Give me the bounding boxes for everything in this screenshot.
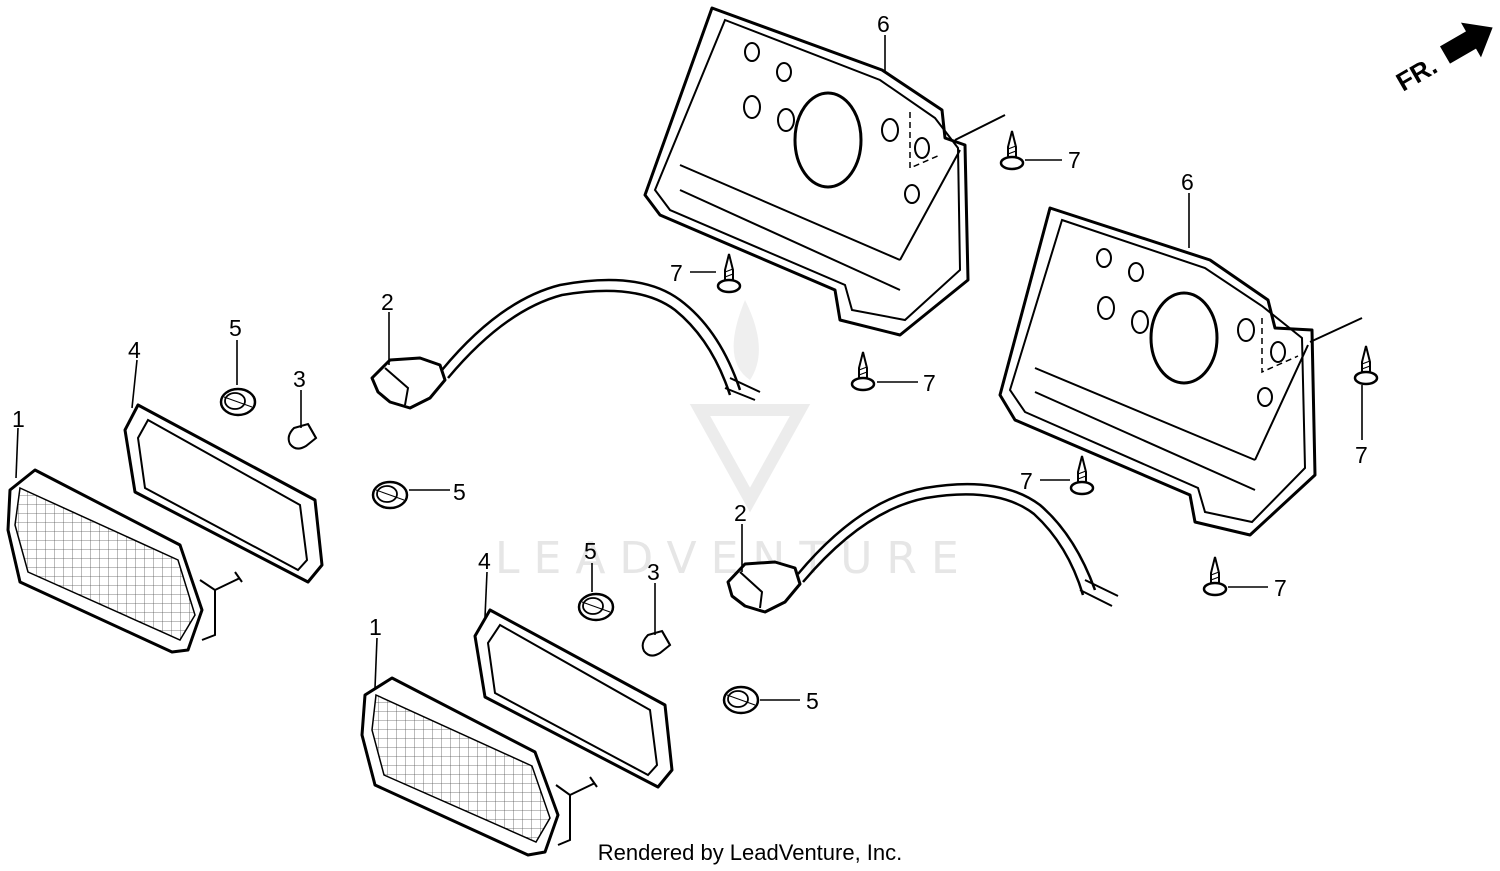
callout-screw-c: 7 (923, 370, 936, 396)
callout-socket-b: 2 (734, 500, 747, 526)
callout-screw-b: 7 (670, 260, 683, 286)
callout-screw-d: 7 (1355, 442, 1368, 468)
bulb-a (287, 423, 317, 450)
front-direction-arrow: FR. (1391, 22, 1493, 97)
callout-gasket-a: 4 (128, 337, 141, 363)
callout-screw-a: 7 (1068, 147, 1081, 173)
callout-gasket-b: 4 (478, 548, 491, 574)
callout-screw-e: 7 (1020, 468, 1033, 494)
callout-bulb-b: 3 (647, 559, 660, 585)
bracket-b (998, 206, 1363, 537)
screw-c (850, 350, 876, 392)
lens-a (6, 468, 243, 654)
screw-a (999, 129, 1025, 171)
gasket-b (473, 608, 674, 789)
screw-e (1069, 454, 1095, 496)
direction-label: FR. (1391, 50, 1442, 97)
footer-credit: Rendered by LeadVenture, Inc. (597, 840, 903, 865)
callout-grommet-a: 5 (229, 315, 242, 341)
callout-lens-a: 1 (12, 406, 25, 432)
callout-grommet-b: 5 (453, 479, 466, 505)
grommet-a (219, 387, 257, 417)
lens-b (360, 676, 598, 857)
callout-grommet-c: 5 (584, 538, 597, 564)
watermark: LEADVENTURE (495, 300, 973, 584)
grommet-b (371, 480, 409, 510)
gasket-a (123, 403, 324, 584)
leader-lines (15, 35, 1363, 701)
grommet-d (722, 685, 760, 715)
screw-b (716, 252, 742, 294)
callout-grommet-d: 5 (806, 688, 819, 714)
grommet-c (577, 592, 615, 622)
bracket-a (643, 6, 1006, 337)
screw-f (1202, 555, 1228, 597)
callout-screw-f: 7 (1274, 575, 1287, 601)
callout-bracket-a: 6 (877, 11, 890, 37)
socket-b (726, 482, 1119, 614)
watermark-text: LEADVENTURE (495, 533, 973, 584)
screw-d (1353, 344, 1379, 386)
callout-lens-b: 1 (369, 614, 382, 640)
callout-bulb-a: 3 (293, 366, 306, 392)
callout-socket-a: 2 (381, 289, 394, 315)
callout-bracket-b: 6 (1181, 169, 1194, 195)
bulb-c (641, 630, 671, 657)
socket-a (370, 278, 761, 410)
